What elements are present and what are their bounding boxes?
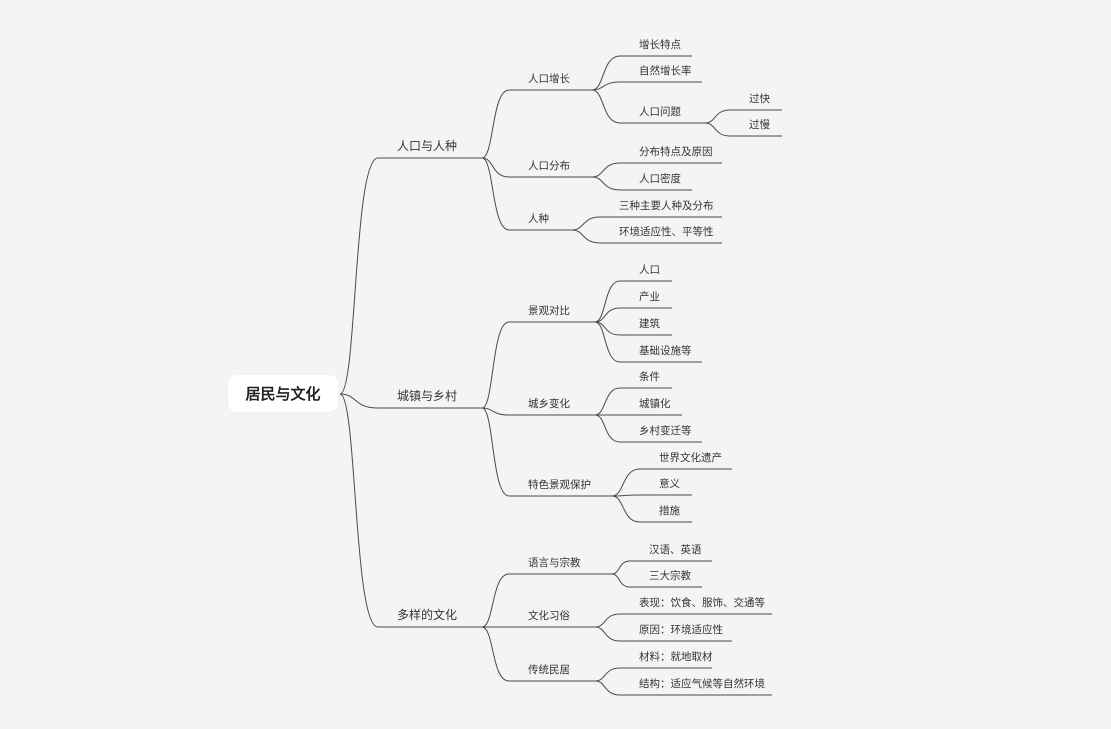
connector-line bbox=[594, 626, 732, 642]
connector-line bbox=[611, 468, 732, 497]
node-level-2[interactable]: 语言与宗教 bbox=[528, 557, 581, 569]
node-level-3[interactable]: 基础设施等 bbox=[639, 345, 692, 357]
connector-line bbox=[594, 307, 672, 323]
node-level-3[interactable]: 增长特点 bbox=[639, 39, 681, 51]
connector-line bbox=[339, 393, 482, 628]
node-level-2[interactable]: 文化习俗 bbox=[528, 610, 570, 622]
node-level-3[interactable]: 自然增长率 bbox=[639, 65, 692, 77]
connector-line bbox=[591, 162, 722, 178]
node-level-1[interactable]: 多样的文化 bbox=[397, 608, 458, 622]
node-level-3[interactable]: 措施 bbox=[659, 505, 680, 517]
node-level-3[interactable]: 人口 bbox=[639, 264, 660, 276]
connector-line bbox=[591, 55, 692, 91]
connector-line bbox=[611, 560, 712, 575]
node-level-3[interactable]: 建筑 bbox=[639, 318, 660, 330]
connector-line bbox=[704, 122, 782, 137]
node-level-3[interactable]: 表现：饮食、服饰、交通等 bbox=[639, 597, 765, 609]
connector-line bbox=[594, 321, 702, 363]
node-level-3[interactable]: 环境适应性、平等性 bbox=[619, 226, 714, 238]
node-level-2[interactable]: 城乡变化 bbox=[528, 398, 570, 410]
connector-line bbox=[481, 573, 612, 628]
connector-line bbox=[571, 229, 722, 244]
connector-line bbox=[591, 81, 702, 91]
connector-line bbox=[571, 216, 722, 231]
node-level-4[interactable]: 过慢 bbox=[749, 119, 770, 131]
node-level-2[interactable]: 人口分布 bbox=[528, 160, 570, 172]
connector-line bbox=[611, 494, 692, 497]
connector-line bbox=[481, 407, 595, 416]
node-level-3[interactable]: 结构：适应气候等自然环境 bbox=[639, 678, 765, 690]
connector-line bbox=[481, 321, 595, 409]
node-level-3[interactable]: 条件 bbox=[639, 371, 660, 383]
node-level-3[interactable]: 材料：就地取材 bbox=[639, 651, 713, 663]
node-level-2[interactable]: 人口增长 bbox=[528, 73, 570, 85]
connector-line bbox=[591, 89, 705, 124]
node-level-2[interactable]: 传统民居 bbox=[528, 664, 570, 676]
connector-line bbox=[704, 109, 782, 124]
node-level-1[interactable]: 城镇与乡村 bbox=[397, 389, 458, 403]
connector-line bbox=[339, 393, 482, 409]
connector-line bbox=[594, 387, 672, 416]
connector-line bbox=[611, 573, 702, 588]
connector-line bbox=[481, 157, 572, 231]
connector-line bbox=[594, 667, 712, 682]
node-level-3[interactable]: 人口问题 bbox=[639, 106, 681, 118]
node-level-2[interactable]: 景观对比 bbox=[528, 305, 570, 317]
node-level-2[interactable]: 人种 bbox=[528, 213, 549, 225]
node-level-3[interactable]: 世界文化遗产 bbox=[659, 452, 722, 464]
connector-line bbox=[481, 89, 592, 159]
node-level-3[interactable]: 意义 bbox=[659, 478, 680, 490]
connector-line bbox=[594, 680, 772, 696]
connector-line bbox=[339, 157, 482, 395]
node-level-3[interactable]: 人口密度 bbox=[639, 173, 681, 185]
connector-line bbox=[594, 414, 702, 443]
connector-line bbox=[481, 157, 592, 178]
node-level-3[interactable]: 分布特点及原因 bbox=[639, 146, 713, 158]
connector-line bbox=[591, 176, 692, 191]
node-level-3[interactable]: 三大宗教 bbox=[649, 570, 691, 582]
connector-line bbox=[594, 280, 672, 323]
connector-line bbox=[481, 626, 595, 682]
connector-line bbox=[594, 321, 672, 336]
node-level-3[interactable]: 原因：环境适应性 bbox=[639, 624, 723, 636]
node-level-3[interactable]: 乡村变迁等 bbox=[639, 425, 692, 437]
node-level-1[interactable]: 人口与人种 bbox=[397, 139, 458, 153]
connector-line bbox=[594, 613, 772, 628]
node-level-3[interactable]: 城镇化 bbox=[639, 398, 671, 410]
root-node[interactable]: 居民与文化 bbox=[228, 375, 338, 412]
connector-line bbox=[611, 495, 692, 523]
node-level-3[interactable]: 产业 bbox=[639, 291, 660, 303]
node-level-3[interactable]: 汉语、英语 bbox=[649, 544, 702, 556]
node-level-3[interactable]: 三种主要人种及分布 bbox=[619, 200, 714, 212]
node-level-2[interactable]: 特色景观保护 bbox=[528, 479, 591, 491]
node-level-4[interactable]: 过快 bbox=[749, 93, 770, 105]
connector-line bbox=[481, 407, 612, 497]
